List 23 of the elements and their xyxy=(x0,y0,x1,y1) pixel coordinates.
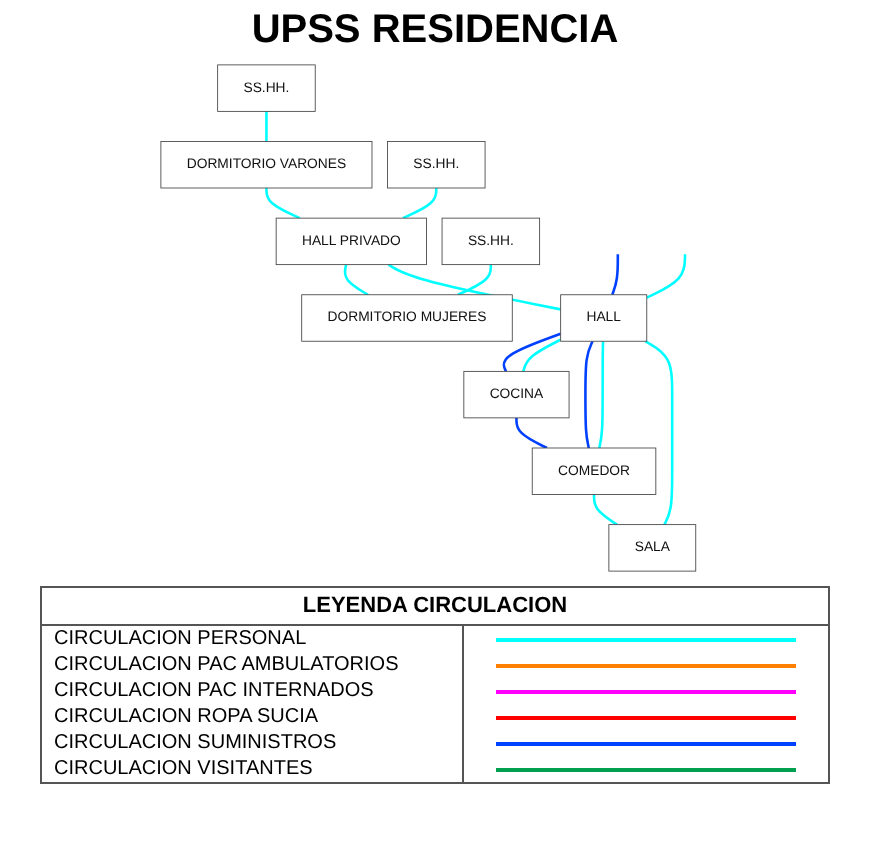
connector xyxy=(342,264,368,296)
legend-text: CIRCULACION SUMINISTROS xyxy=(54,732,337,754)
legend-text: CIRCULACION ROPA SUCIA xyxy=(54,706,319,728)
connector xyxy=(401,188,437,220)
legend-text: CIRCULACION PAC AMBULATORIOS xyxy=(54,654,399,676)
legend-heading: LEYENDA CIRCULACION xyxy=(41,587,829,625)
connector xyxy=(386,263,561,311)
connector xyxy=(591,494,617,526)
connector xyxy=(597,341,604,449)
connector xyxy=(264,111,267,142)
connector xyxy=(610,254,619,296)
connector xyxy=(501,332,561,372)
connector xyxy=(521,338,561,372)
connector xyxy=(645,254,686,299)
connector xyxy=(583,340,593,449)
connector xyxy=(264,188,300,220)
diagram-title: UPSS RESIDENCIA xyxy=(249,8,621,54)
connector xyxy=(456,264,492,296)
connector xyxy=(643,340,673,526)
connector xyxy=(514,417,547,450)
legend-text: CIRCULACION VISITANTES xyxy=(54,758,313,780)
legend-text: CIRCULACION PERSONAL xyxy=(54,628,307,650)
legend-text: CIRCULACION PAC INTERNADOS xyxy=(54,680,374,702)
